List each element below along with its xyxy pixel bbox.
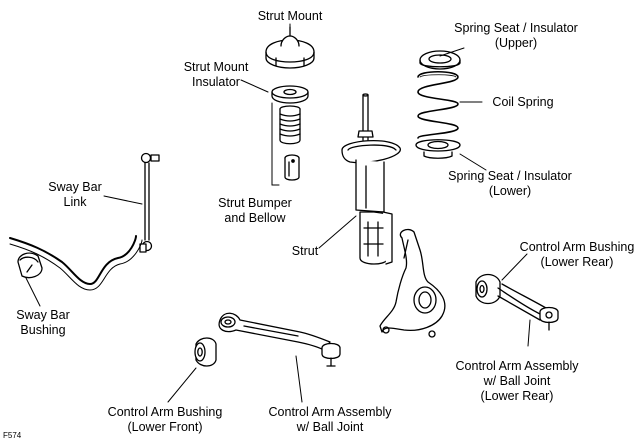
label-control-arm-assembly-lower-rear: Control Arm Assembly w/ Ball Joint (Lowe… [442,359,592,404]
label-line: Strut Mount [257,9,323,23]
label-coil-spring: Coil Spring [482,95,564,110]
label-sway-bar-bushing: Sway Bar Bushing [8,308,78,338]
label-line: Control Arm Bushing [519,240,635,254]
strut-mount-insulator-part [271,85,309,104]
label-line: and Bellow [224,211,286,225]
label-strut-mount: Strut Mount [240,9,340,24]
control-arm-bushing-front-part [194,337,217,367]
control-arm-bushing-rear-part [475,273,501,305]
coil-spring-part [417,70,459,139]
label-control-arm-bushing-lower-rear: Control Arm Bushing (Lower Rear) [507,240,640,270]
label-line: Spring Seat / Insulator [448,169,572,183]
label-line: Control Arm Assembly [268,405,392,419]
sway-bar-part [9,235,143,291]
strut-bumper-leader-lines [271,102,280,186]
label-line: (Lower Rear) [540,255,614,269]
label-line: Link [63,195,87,209]
label-line: Control Arm Bushing [107,405,223,419]
label-strut-bumper: Strut Bumper and Bellow [205,196,305,226]
label-line: Sway Bar [16,308,70,322]
label-line: w/ Ball Joint [483,374,551,388]
figure-code: F574 [3,431,22,440]
label-line: (Lower Rear) [480,389,554,403]
leader-lines [25,23,531,403]
label-line: Bushing [20,323,66,337]
label-spring-seat-upper: Spring Seat / Insulator (Upper) [436,21,596,51]
label-line: (Lower Front) [127,420,203,434]
sway-bar-link-part [139,152,160,253]
label-line: Sway Bar [48,180,102,194]
label-strut: Strut [287,244,323,259]
spring-seat-upper-part [419,50,461,70]
strut-mount-part [265,26,315,69]
strut-bellow-part [279,105,301,145]
label-line: w/ Ball Joint [296,420,364,434]
label-line: (Upper) [494,36,538,50]
spring-seat-lower-part [415,139,461,159]
label-line: Insulator [192,75,240,89]
label-line: Strut Bumper [218,196,292,210]
label-control-arm-bushing-lower-front: Control Arm Bushing (Lower Front) [95,405,235,435]
label-line: (Lower) [488,184,532,198]
control-arm-rear-part [497,283,559,331]
sway-bar-bushing-part [17,252,43,279]
label-strut-mount-insulator: Strut Mount Insulator [166,60,266,90]
label-sway-bar-link: Sway Bar Link [40,180,110,210]
control-arm-front-part [218,312,341,367]
strut-bumper-part [284,154,300,181]
label-control-arm-assembly: Control Arm Assembly w/ Ball Joint [255,405,405,435]
label-line: Spring Seat / Insulator [454,21,578,35]
strut-part [341,93,401,265]
knuckle-part [379,228,446,338]
label-spring-seat-lower: Spring Seat / Insulator (Lower) [430,169,590,199]
label-line: Strut Mount [183,60,249,74]
label-line: Control Arm Assembly [455,359,579,373]
label-line: Strut [291,244,319,258]
label-line: Coil Spring [492,95,554,109]
